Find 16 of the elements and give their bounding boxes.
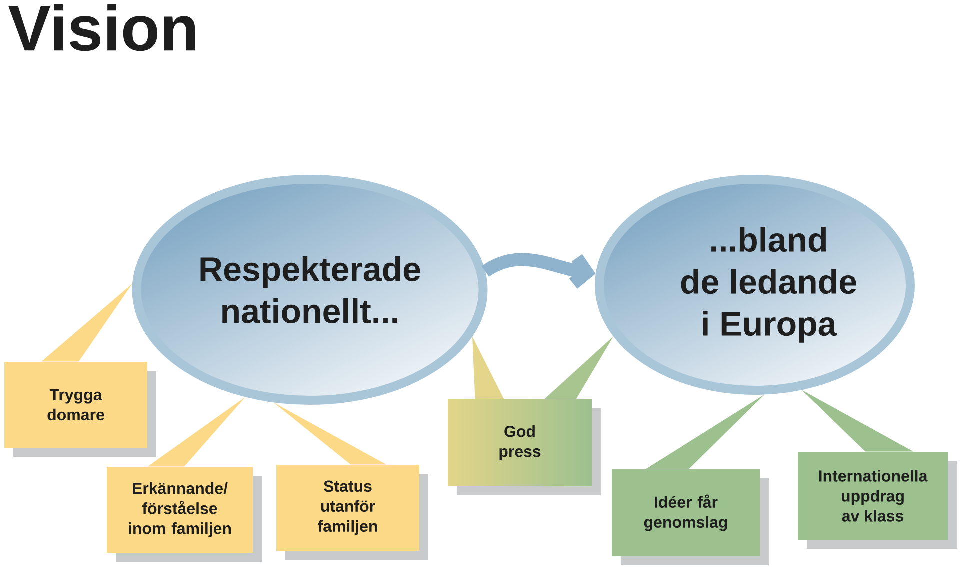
callout-pointer xyxy=(148,397,246,467)
callout-pointer xyxy=(544,336,614,400)
callout-box: Trygga domare xyxy=(4,362,156,457)
callout-pointer xyxy=(646,394,765,470)
callout-pointer xyxy=(472,336,504,400)
callout-box: Erkännande/ förståelse inom familjen xyxy=(107,467,262,562)
oval-bubble: ...bland de ledande i Europa xyxy=(595,175,916,395)
callout-box: Internationella uppdrag av klass xyxy=(798,452,958,549)
callout-pointer xyxy=(273,402,387,465)
callout-box: Idéer får genomslag xyxy=(612,470,769,566)
oval-bubble: Respekterade nationellt... xyxy=(132,175,488,405)
callout-pointer xyxy=(42,284,133,362)
title: Vision xyxy=(8,4,196,52)
callout-pointer xyxy=(802,390,914,452)
callout-box: God press xyxy=(448,400,601,496)
callout-box: Status utanför familjen xyxy=(276,465,428,560)
